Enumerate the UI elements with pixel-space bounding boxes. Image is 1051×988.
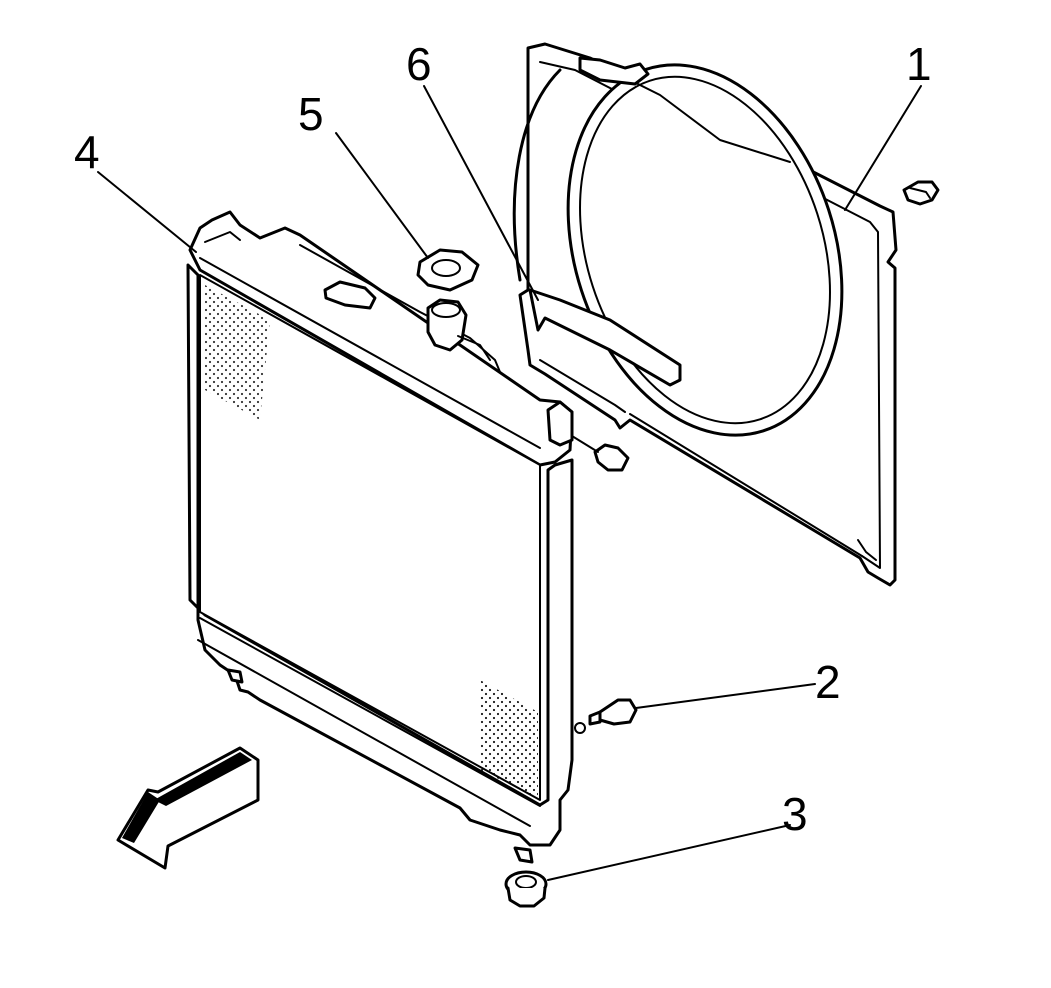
leader-6 [423, 85, 539, 301]
leader-2 [635, 683, 816, 709]
radiator-side-bolt [571, 435, 630, 472]
shroud-bolt-top [902, 180, 940, 206]
rubber-grommet [504, 870, 548, 908]
leader-1 [844, 85, 922, 211]
leader-5 [335, 132, 429, 259]
callout-5: 5 [298, 88, 324, 140]
callout-4: 4 [74, 126, 100, 178]
callout-6: 6 [406, 38, 432, 90]
fan-shroud [512, 42, 898, 587]
callout-3: 3 [782, 788, 808, 840]
leader-3 [547, 824, 791, 881]
leader-lines [97, 85, 922, 881]
radiator [186, 210, 574, 864]
radiator-cap [416, 248, 491, 361]
leader-4 [97, 171, 197, 253]
drain-plug [574, 698, 638, 734]
callout-numbers: 1 2 3 4 5 6 [74, 38, 932, 840]
callout-2: 2 [815, 656, 841, 708]
forward-direction-arrow-icon [116, 746, 260, 870]
callout-1: 1 [906, 38, 932, 90]
